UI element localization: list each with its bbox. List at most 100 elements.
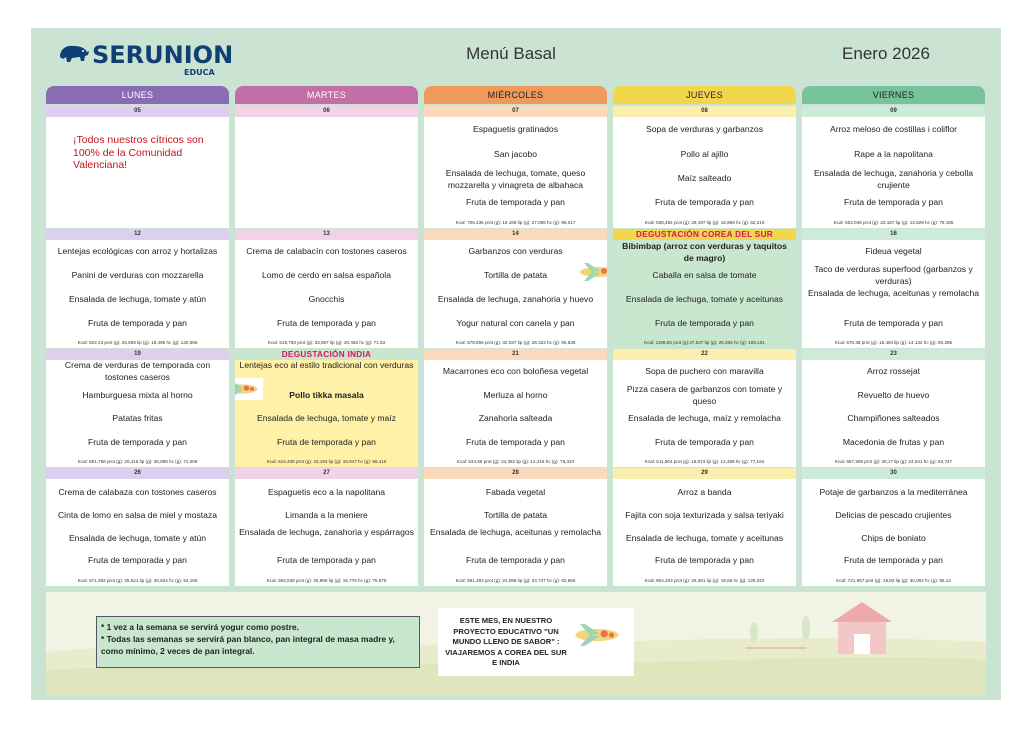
dish-first: Fabada vegetal	[485, 487, 546, 497]
dish-side: Ensalada de lechuga, zanahoria y espárra…	[239, 527, 414, 537]
dish-second: Lomo de cerdo en salsa española	[262, 270, 391, 280]
nutrition-info: Kcal: 511,804 prot (g): 16,874 lip (g): …	[644, 459, 765, 464]
day-cell: 16 Fideua vegetal Taco de verduras super…	[802, 229, 985, 348]
dish-side: Ensalada de lechuga, zanahoria y huevo	[437, 294, 594, 304]
dish-side: Champiñones salteados	[847, 413, 940, 423]
day-number: 14	[424, 229, 607, 240]
day-cell-korea: 15 DEGUSTACIÓN COREA DEL SUR Bibimbap (a…	[613, 229, 796, 348]
nutrition-info: Kcal: 571,392 prot (g): 25,521 lip (g): …	[77, 578, 198, 583]
dish-first: Arroz meloso de costillas i coliflor	[829, 124, 958, 134]
dish-side: Ensalada de lechuga, tomate y aceitunas	[625, 294, 784, 304]
dish-second: Revuelto de huevo	[857, 390, 930, 400]
nutrition-info: Kcal: 822,43 prot (g): 26,693 lip (g): 1…	[77, 340, 198, 345]
bison-icon	[60, 45, 89, 62]
dish-first: Fideua vegetal	[865, 246, 922, 256]
dish-dessert: Fruta de temporada y pan	[655, 197, 754, 207]
dish-first: Arroz a banda	[677, 487, 732, 497]
day-number: 12	[46, 229, 229, 240]
dish-first: Lentejas ecológicas con arroz y hortaliz…	[57, 246, 218, 256]
day-number: 05	[46, 106, 229, 117]
dish-side: Gnocchis	[308, 294, 345, 304]
dish-second: Cinta de lomo en salsa de miel y mostaza	[57, 510, 218, 520]
serunion-logo: SERUNION EDUCA	[58, 41, 233, 81]
day-cell: 29 Arroz a banda Fajita con soja texturi…	[613, 468, 796, 586]
day-number: 19	[46, 349, 229, 360]
day-number: 08	[613, 106, 796, 117]
dish-second: Delicias de pescado crujientes	[835, 510, 952, 520]
day-cell: 13 Crema de calabacín con tostones caser…	[235, 229, 418, 348]
nutrition-info: Kcal: 667,908 prot (g): 26,17 lip (g): 2…	[834, 459, 953, 464]
dish-side: Zanahoria salteada	[478, 413, 553, 423]
day-cell: 30 Potaje de garbanzos a la mediterránea…	[802, 468, 985, 586]
dish-side: Ensalada de lechuga, tomate y maíz	[256, 413, 396, 423]
day-number: 13	[235, 229, 418, 240]
dish-side: Ensalada de lechuga, maíz y remolacha	[628, 413, 781, 423]
nutrition-info: Kcal: 804,203 prot (g): 29,281 lip (g): …	[644, 578, 765, 583]
nutrition-info: Kcal: 570,38 prot (g): 15,494 lip (g): 1…	[834, 340, 953, 345]
nutrition-info: Kcal: 562,539 prot (g): 25,968 lip (g): …	[266, 578, 387, 583]
dish-dessert: Fruta de temporada y pan	[88, 555, 187, 565]
dish-side: Maíz salteado	[677, 173, 732, 183]
footer-panel: * 1 vez a la semana se servirá yogur com…	[46, 592, 986, 696]
day-number: 06	[235, 106, 418, 117]
day-cell: 09 Arroz meloso de costillas i coliflor …	[802, 106, 985, 228]
day-number: 16	[802, 229, 985, 240]
menu-title: Menú Basal	[466, 44, 556, 63]
dish-second: Rape a la napolitana	[854, 149, 933, 159]
nutrition-info: Kcal: 591,393 prot (g): 24,089 lip (g): …	[455, 578, 576, 583]
dish-first: Potaje de garbanzos a la mediterránea	[819, 487, 968, 497]
dish-second: San jacobo	[493, 149, 537, 159]
day-cell: 07 Espaguetis gratinados San jacobo Ensa…	[424, 106, 607, 228]
day-cell-india: DEGUSTACIÓN INDIA Lentejas eco al estilo…	[235, 349, 418, 467]
note-yogurt: * 1 vez a la semana se servirá yogur com…	[101, 622, 299, 632]
nutrition-info: Kcal: 721,957 prot (g): 19,82 lip (g): 3…	[836, 578, 951, 583]
dish-first: Espaguetis eco a la napolitana	[267, 487, 386, 497]
dish-second: Taco de verduras superfood (garbanzos y …	[814, 264, 973, 286]
dish-dessert: Fruta de temporada y pan	[88, 318, 187, 328]
dish-first: Lentejas eco al estilo tradicional con v…	[239, 360, 414, 370]
dish-second: Pizza casera de garbanzos con tomate y q…	[626, 384, 783, 406]
day-number: 29	[613, 468, 796, 479]
dish-first: Macarrones eco con boloñesa vegetal	[442, 366, 589, 376]
dish-first: Crema de verduras de temporada con tosto…	[64, 360, 211, 382]
dish-side: Ensalada de lechuga, zanahoria y cebolla…	[813, 168, 974, 190]
dish-dessert: Macedonia de frutas y pan	[842, 437, 945, 447]
brand-subtitle: EDUCA	[184, 68, 215, 77]
dish-second: Caballa en salsa de tomate	[652, 270, 757, 280]
day-header-miercoles: MIÉRCOLES	[424, 86, 607, 104]
dish-side: Patatas fritas	[112, 413, 163, 423]
dish-first: Sopa de verduras y garbanzos	[645, 124, 764, 134]
airplane-icon	[575, 624, 619, 646]
day-cell: 19 Crema de verduras de temporada con to…	[46, 349, 229, 467]
day-cell: 05 ¡Todos nuestros cítricos son 100% de …	[46, 106, 229, 228]
dish-second: Hamburguesa mixta al horno	[82, 390, 193, 400]
airplane-icon	[235, 378, 263, 400]
dish-second: Pollo al ajillo	[680, 149, 729, 159]
dish-second: Fajita con soja texturizada y salsa teri…	[625, 510, 784, 520]
dish-dessert: Fruta de temporada y pan	[277, 555, 376, 565]
dish-side: Ensalada de lechuga, tomate y atún	[68, 533, 207, 543]
day-cell: 06	[235, 106, 418, 228]
day-number: 27	[235, 468, 418, 479]
day-cell: 12 Lentejas ecológicas con arroz y horta…	[46, 229, 229, 348]
nutrition-info: Kcal: 691,758 prot (g): 20,415 lip (g): …	[77, 459, 198, 464]
dish-first: Crema de calabaza con tostones caseros	[58, 487, 217, 497]
day-header-martes: MARTES	[235, 86, 418, 104]
dish-side: Ensalada de lechuga, tomate y aceitunas	[625, 533, 784, 543]
day-cell: 21 Macarrones eco con boloñesa vegetal M…	[424, 349, 607, 467]
dish-dessert: Fruta de temporada y pan	[844, 197, 943, 207]
dish-side: Ensalada de lechuga, aceitunas y remolac…	[807, 288, 980, 298]
day-header-jueves: JUEVES	[613, 86, 796, 104]
dish-dessert: Fruta de temporada y pan	[466, 555, 565, 565]
airplane-icon	[227, 378, 229, 380]
dish-second: Tortilla de patata	[483, 270, 548, 280]
airplane-icon	[574, 260, 607, 284]
day-cell: 27 Espaguetis eco a la napolitana Limand…	[235, 468, 418, 586]
notes-box: * 1 vez a la semana se servirá yogur com…	[96, 616, 420, 668]
menu-frame: SERUNION EDUCA Menú Basal Enero 2026 LUN…	[31, 28, 1001, 700]
dish-first: Bibimbap (arroz con verduras y taquitos …	[622, 241, 787, 263]
dish-dessert: Fruta de temporada y pan	[655, 555, 754, 565]
day-number: 26	[46, 468, 229, 479]
dish-second: Pollo tikka masala	[289, 390, 364, 400]
dish-first: Sopa de puchero con maravilla	[645, 366, 764, 376]
